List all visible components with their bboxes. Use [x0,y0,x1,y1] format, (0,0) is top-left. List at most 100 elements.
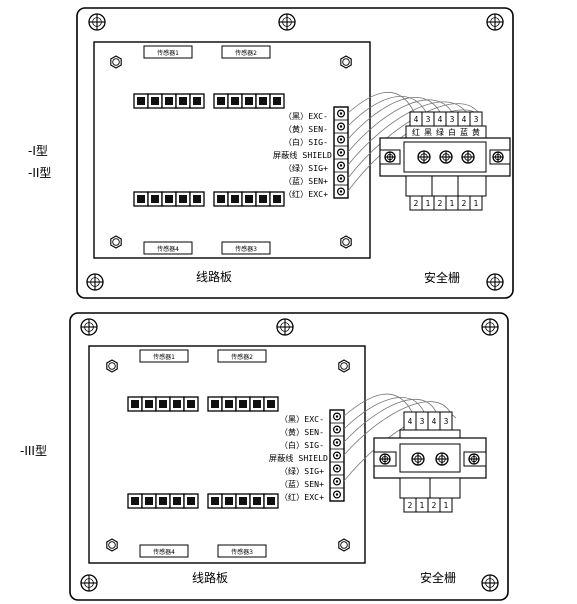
terminal-block [133,93,205,109]
circuit-board [93,41,371,259]
terminal-pin-contact [131,497,139,505]
vertical-terminal-strip [333,106,349,199]
terminal-pin-contact [151,97,159,105]
barrier-terminal-number: 3 [450,115,455,124]
terminal-block [133,191,205,207]
mount-screw-icon [481,574,499,592]
rail-screw-icon [384,151,396,163]
standoff-hex [110,55,122,69]
standoff-hex [340,55,352,69]
barrier-body [399,429,461,439]
strip-screw-center [339,177,343,180]
wire-label: （红）EXC+ [280,492,324,502]
terminal-pin-contact [231,97,239,105]
mount-screw-icon [486,13,504,31]
rail-screw-icon [468,453,480,465]
terminal-pin-contact [253,400,261,408]
board-label: 线路板 [196,269,232,284]
terminal-pin-contact [165,195,173,203]
wire-label-list: （黑）EXC- （黄）SEN- （白）SIG- 屏蔽线 SHIELD （绿）SI… [273,111,332,199]
standoff-hex [110,235,122,249]
terminal-pin-contact [217,195,225,203]
sensor-label-3: 传感器3 [231,548,253,556]
mount-screw-icon [278,13,296,31]
board-standoff-icon [338,359,350,373]
wire-label: （红）EXC+ [284,189,328,199]
strip-screw-center [339,164,343,167]
wire-label: 屏蔽线 SHIELD [269,453,328,463]
terminal-pin-contact [179,195,187,203]
type-label-iii: -III型 [20,444,47,458]
terminal-pin-contact [145,497,153,505]
barrier-terminal-number: 1 [420,501,425,510]
barrier-color-label: 蓝 [460,127,468,137]
barrier-terminal-number: 2 [438,199,443,208]
board-standoff-icon [338,538,350,552]
barrier-terminal-number: 1 [474,199,479,208]
terminal-pin-contact [211,497,219,505]
strip-screw-center [339,151,343,154]
sensor-label-2: 传感器2 [231,353,253,361]
strip-screw-center [335,493,339,496]
terminal-block [213,93,285,109]
rail-screw-icon [492,151,504,163]
panel-frame [69,312,509,601]
terminal-block [127,493,199,509]
standoff-hex [340,235,352,249]
sensor-label-4: 传感器4 [157,245,179,253]
mount-screw-icon [88,13,106,31]
standoff-hole [112,58,120,66]
terminal-pin-contact [211,400,219,408]
terminal-pin-contact [245,195,253,203]
barrier-label: 安全栅 [420,570,456,585]
terminal-pin-contact [145,400,153,408]
board-standoff-icon [106,538,118,552]
panel-type-iii: 传感器1 传感器2 传感器4 传感器3 （黑）EXC- （黄）SEN- （白）S… [69,312,509,601]
strip-screw-center [335,441,339,444]
wire-label: （绿）SIG+ [284,163,328,173]
barrier-terminal-number: 1 [426,199,431,208]
terminal-pin-contact [239,400,247,408]
mount-screw-icon [86,273,104,291]
barrier-label: 安全栅 [424,270,460,285]
vertical-terminal-strip [329,409,345,502]
strip-screw-center [335,467,339,470]
panel-frame [76,7,514,299]
panel-type-i-ii: 传感器1 传感器2 传感器4 传感器3 （黑）EXC- （黄）SEN- （白）S… [76,7,514,299]
barrier-terminal-number: 4 [408,417,413,426]
barrier-color-label: 红 [412,127,420,137]
terminal-pin-contact [259,195,267,203]
barrier-color-label: 黄 [472,127,480,137]
strip-screw-center [335,415,339,418]
terminal-pin-contact [273,195,281,203]
barrier-terminal-number: 1 [450,199,455,208]
barrier-terminal-number: 3 [420,417,425,426]
wire-label-list: （黑）EXC- （黄）SEN- （白）SIG- 屏蔽线 SHIELD （绿）SI… [269,414,328,502]
terminal-pin-contact [225,400,233,408]
terminal-pin-contact [193,97,201,105]
wire-label: （白）SIG- [284,137,328,147]
standoff-hex [106,538,118,552]
sensor-connector [221,241,271,255]
barrier-body [405,175,487,197]
terminal-pin-contact [179,97,187,105]
standoff-hole [108,362,116,370]
type-label-ii: -II型 [28,166,51,180]
terminal-block [213,191,285,207]
mount-screw-icon [80,574,98,592]
sensor-connector [143,241,193,255]
strip-screw-center [335,480,339,483]
terminal-pin-contact [225,497,233,505]
wire-label: （白）SIG- [280,440,324,450]
barrier-terminal-number: 3 [474,115,479,124]
standoff-hole [108,541,116,549]
barrier-terminal-number: 1 [444,501,449,510]
barrier-terminal [439,497,453,513]
sensor-connector [139,349,189,363]
wire-label: （绿）SIG+ [280,466,324,476]
sensor-connector [217,349,267,363]
